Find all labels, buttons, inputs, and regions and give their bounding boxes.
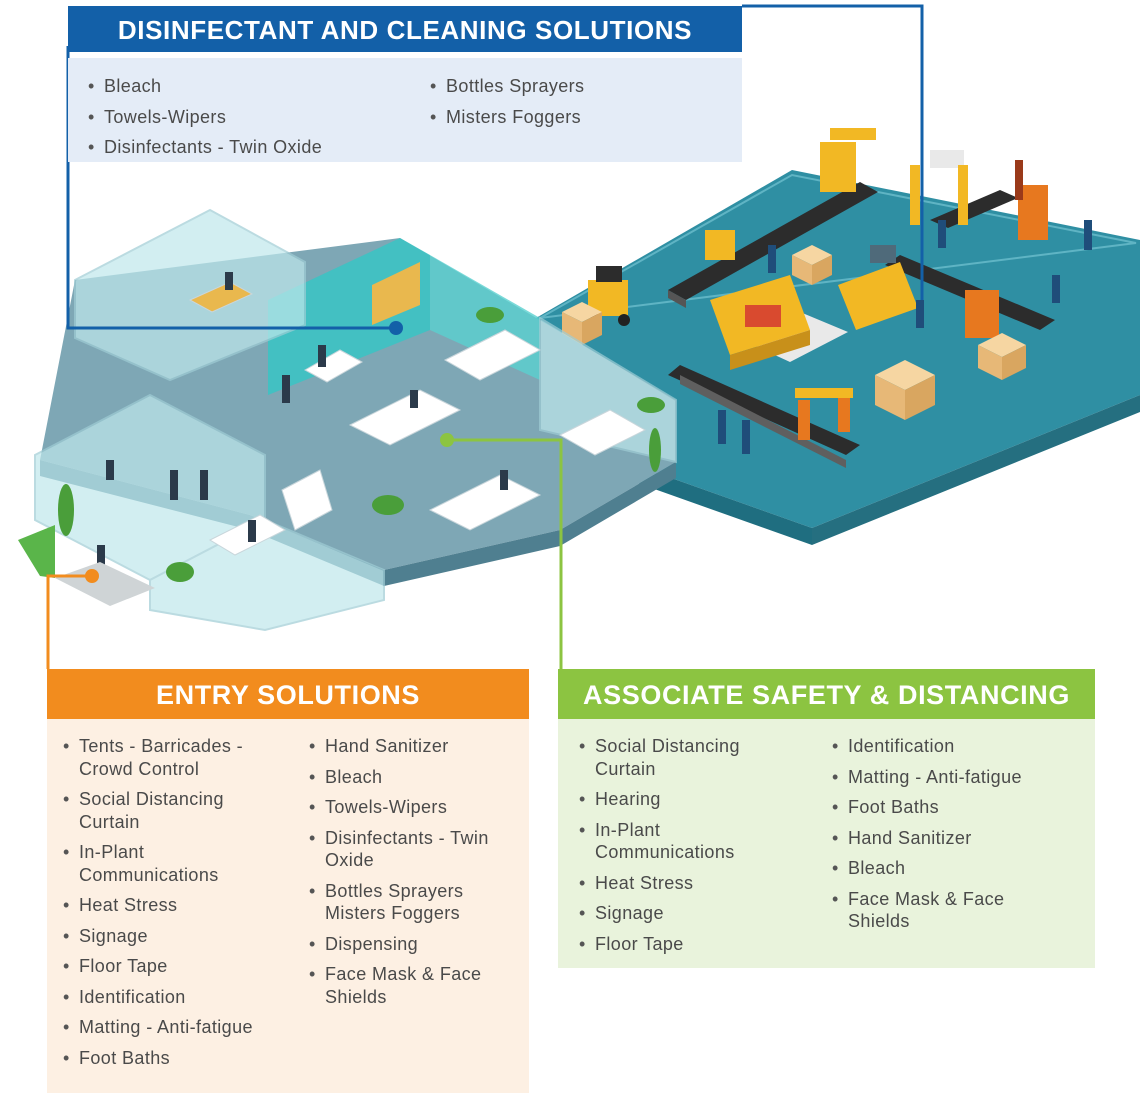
list-item: Face Mask & Face Shields [830,888,1070,933]
disinfectant-list-col1: Bleach Towels-Wipers Disinfectants - Twi… [86,75,322,167]
disinfectant-panel: DISINFECTANT AND CLEANING SOLUTIONS Blea… [68,6,742,162]
list-item: Heat Stress [61,894,271,917]
list-item: Social Distancing Curtain [61,788,271,833]
entry-list-col2: Hand Sanitizer Bleach Towels-Wipers Disi… [307,735,517,1016]
list-item: Foot Baths [830,796,1070,819]
list-item: Hand Sanitizer [307,735,517,758]
list-item: Matting - Anti-fatigue [61,1016,271,1039]
list-item: Foot Baths [61,1047,271,1070]
disinfectant-list-col2: Bottles Sprayers Misters Foggers [428,75,584,136]
disinfectant-list-area: Bleach Towels-Wipers Disinfectants - Twi… [68,58,742,162]
list-item: Bleach [830,857,1070,880]
list-item: Floor Tape [61,955,271,978]
list-item: Misters Foggers [428,106,584,129]
associate-list-col2: Identification Matting - Anti-fatigue Fo… [830,735,1070,941]
list-item: Towels-Wipers [86,106,322,129]
entry-title: ENTRY SOLUTIONS [47,669,529,719]
list-item: Signage [61,925,271,948]
list-item: Towels-Wipers [307,796,517,819]
list-item: Disinfectants - Twin Oxide [307,827,517,872]
list-item: In-Plant Communications [61,841,271,886]
entry-connector [46,574,92,669]
office-people [97,272,508,579]
associate-title: ASSOCIATE SAFETY & DISTANCING [558,669,1095,719]
callout-connectors [46,4,924,669]
factory-robots [705,128,1048,440]
associate-connector [447,438,563,669]
entry-list-area: Tents - Barricades - Crowd Control Socia… [47,719,529,1093]
list-item: Bottles Sprayers [428,75,584,98]
disinfectant-title: DISINFECTANT AND CLEANING SOLUTIONS [68,6,742,52]
list-item: Matting - Anti-fatigue [830,766,1070,789]
glass-partitions [34,208,677,632]
list-item: Dispensing [307,933,517,956]
associate-list-area: Social Distancing Curtain Hearing In-Pla… [558,719,1095,968]
associate-safety-panel: ASSOCIATE SAFETY & DISTANCING Social Dis… [558,669,1095,968]
list-item: Face Mask & Face Shields [307,963,517,1008]
office-desks [188,281,647,556]
disinfectant-frame-right [742,4,924,300]
list-item: Social Distancing Curtain [577,735,797,780]
entry-list-col1: Tents - Barricades - Crowd Control Socia… [61,735,271,1077]
list-item: Heat Stress [577,872,797,895]
list-item: Hearing [577,788,797,811]
list-item: Bleach [86,75,322,98]
disinfectant-marker [389,321,403,335]
list-item: In-Plant Communications [577,819,797,864]
entry-marker [85,569,99,583]
associate-list-col1: Social Distancing Curtain Hearing In-Pla… [577,735,797,963]
associate-marker [440,433,454,447]
list-item: Identification [61,986,271,1009]
entry-panel: ENTRY SOLUTIONS Tents - Barricades - Cro… [47,669,529,1093]
list-item: Tents - Barricades - Crowd Control [61,735,271,780]
list-item: Bottles Sprayers Misters Foggers [307,880,517,925]
list-item: Signage [577,902,797,925]
plants [58,307,665,582]
cardboard-boxes [562,245,1026,420]
list-item: Identification [830,735,1070,758]
entry-mat [18,525,155,606]
list-item: Bleach [307,766,517,789]
factory-workers [718,220,1092,454]
list-item: Hand Sanitizer [830,827,1070,850]
list-item: Floor Tape [577,933,797,956]
list-item: Disinfectants - Twin Oxide [86,136,322,159]
